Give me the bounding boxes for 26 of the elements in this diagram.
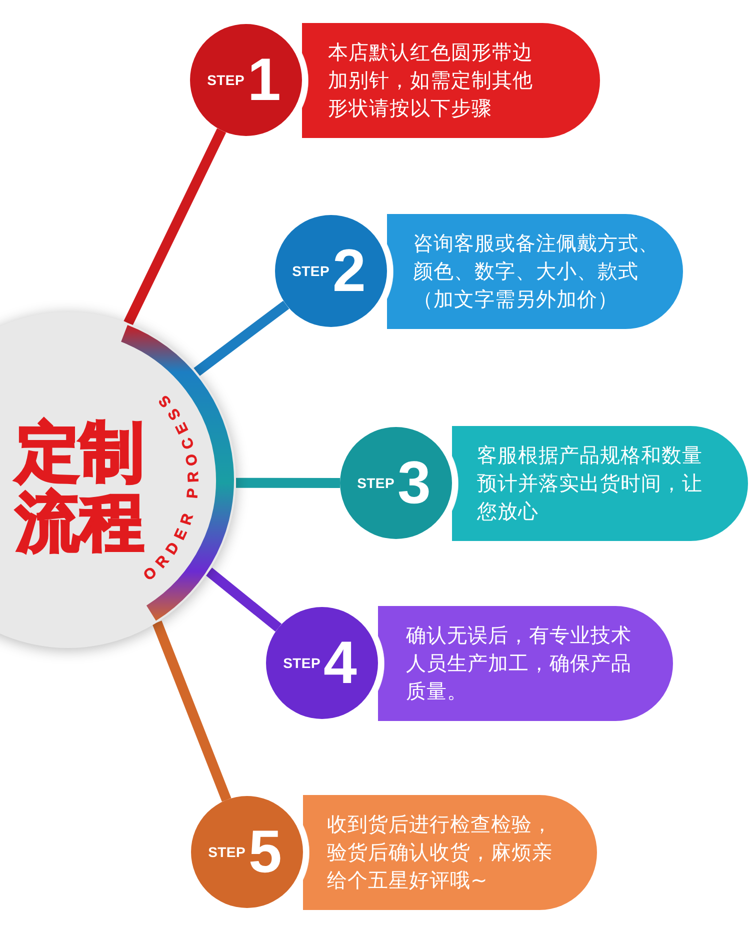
step-number: 5	[248, 823, 282, 881]
step-number: 4	[324, 634, 357, 692]
step-number: 3	[398, 454, 431, 512]
step-description: 客服根据产品规格和数量预计并落实出货时间，让您放心	[477, 442, 704, 525]
step-label: STEP	[283, 655, 320, 671]
step-description: 收到货后进行检查检验，验货后确认收货，麻烦亲给个五星好评哦~	[327, 811, 554, 894]
circle-heading: 定制流程	[16, 418, 144, 558]
step-description: 确认无误后，有专业技术人员生产加工，确保产品质量。	[406, 622, 632, 705]
connector-line	[152, 620, 232, 802]
step-pill	[302, 22, 600, 138]
step-number: 1	[248, 51, 281, 109]
connector-line	[194, 300, 290, 376]
connector-line	[236, 478, 340, 488]
step-label: STEP	[208, 844, 246, 860]
step-pill	[452, 426, 748, 540]
connector-line	[124, 128, 226, 326]
step-pill	[303, 794, 597, 910]
connector-line	[206, 568, 282, 632]
step-label: STEP	[292, 263, 330, 279]
step-number: 2	[332, 242, 366, 300]
step-pill	[378, 606, 673, 720]
step-description: 咨询客服或备注佩戴方式、颜色、数字、大小、款式（加文字需另外加价）	[413, 230, 660, 313]
step-label: STEP	[207, 72, 244, 88]
step-label: STEP	[357, 475, 394, 491]
step-description: 本店默认红色圆形带边加别针，如需定制其他形状请按以下步骤	[328, 39, 534, 122]
step-pill	[387, 214, 683, 328]
